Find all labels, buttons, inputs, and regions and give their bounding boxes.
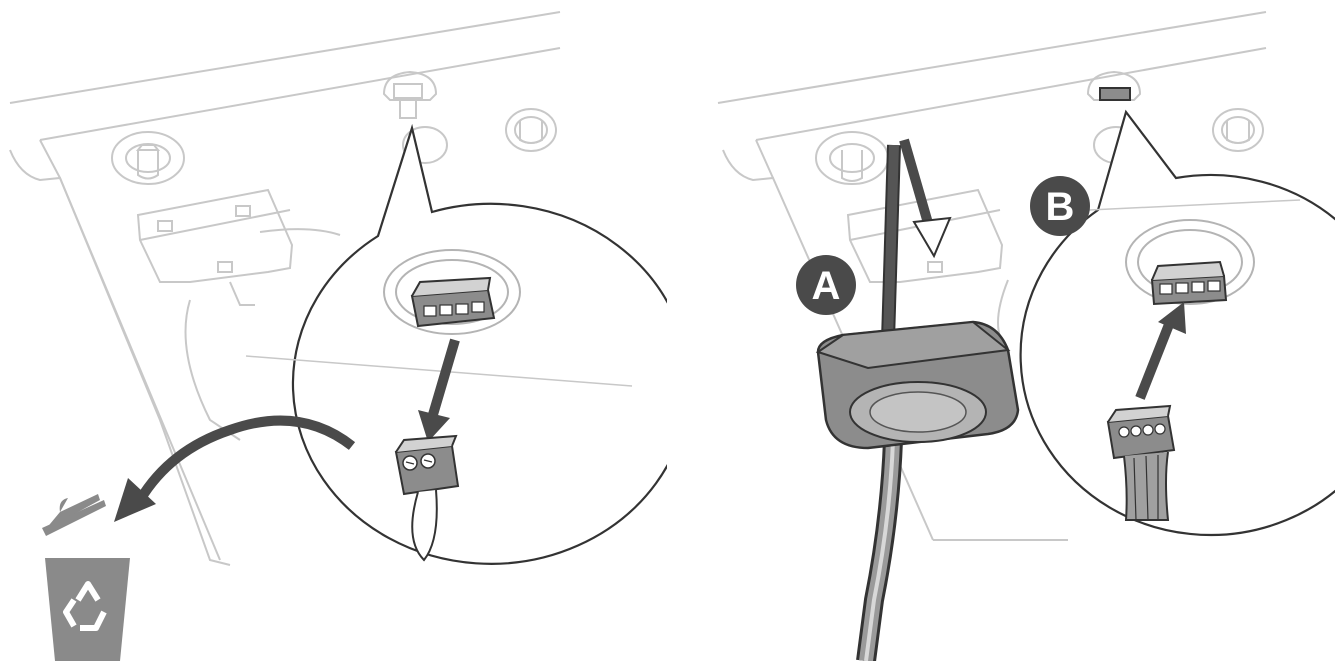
callout-label-A: A — [812, 264, 841, 308]
sensor-unit — [818, 322, 1018, 448]
housing-edge-line — [718, 12, 1266, 103]
step-install-sensor-illustration: A — [668, 0, 1335, 661]
housing-inner-line — [756, 48, 1266, 140]
callout-label-B: B — [1046, 185, 1075, 229]
zoomed-receptacle — [1152, 262, 1226, 304]
zoom-callout — [1021, 112, 1335, 535]
mounting-post-right — [1213, 109, 1263, 151]
housing-edge-line — [10, 12, 560, 103]
mounting-post-right — [506, 109, 556, 151]
plug-holder-bracket — [138, 190, 292, 305]
callout-badge-B: B — [1030, 176, 1090, 236]
down-arrow-icon — [904, 140, 950, 256]
step-install-sensor-panel: A — [668, 0, 1335, 661]
mounting-post-left — [112, 132, 184, 184]
callout-badge-A: A — [796, 255, 856, 315]
housing-inner-line — [40, 48, 560, 140]
zoomed-receptacle — [412, 278, 494, 326]
opening-outline — [186, 300, 241, 440]
mounting-post-left — [816, 132, 888, 184]
step-remove-plug-panel — [0, 0, 667, 661]
housing-corner — [40, 140, 60, 178]
step-remove-plug-illustration — [0, 0, 667, 661]
zoom-callout — [246, 128, 667, 564]
